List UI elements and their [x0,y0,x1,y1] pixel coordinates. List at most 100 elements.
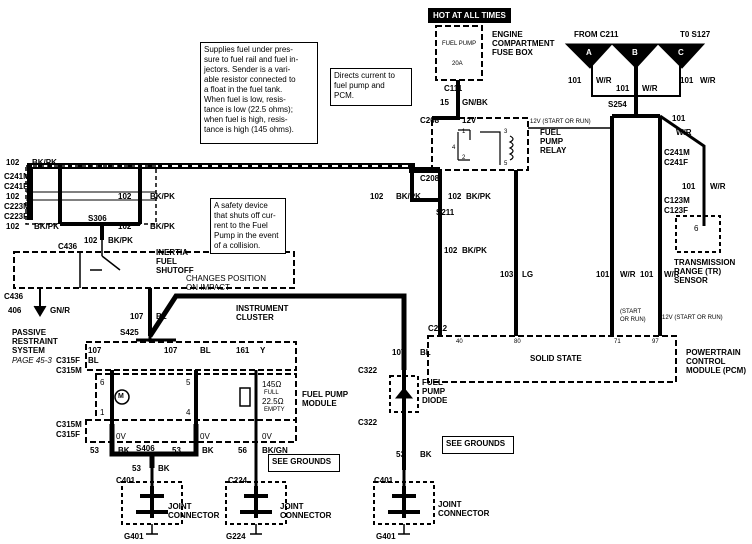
w102-right-bot: 102 [118,222,132,231]
wr-d: W/R [676,128,692,137]
start-run-label: 12V (START OR RUN) [530,119,591,125]
triangle-b: B [632,48,638,57]
bkpk-bot: BK/PK [34,222,59,231]
y-label: Y [260,346,266,355]
fpm-label-1: FUEL PUMP [302,390,349,399]
w56-label: 56 [238,446,247,455]
w107-a: 107 [130,312,144,321]
lg-label: LG [522,270,534,279]
ohm145-label: 145Ω [262,380,282,389]
jc3-label-2: CONNECTOR [438,509,490,518]
w103-label: 103 [500,270,514,279]
c241f-label: C241F [4,182,29,191]
w101-c: 101 [680,76,694,85]
w101-a: 101 [568,76,582,85]
relay-label-3: RELAY [540,146,567,155]
tr-label-3: SENSOR [674,276,708,285]
wr-pcm-b: W/R [664,270,680,279]
fpd-label-3: DIODE [422,396,448,405]
w107-b: 107 [88,346,102,355]
w53-a: 53 [90,446,99,455]
bkpk-relay: BK/PK [396,192,421,201]
w102-s211: 102 [448,192,462,201]
fpm-label-2: MODULE [302,399,337,408]
prs-label-1: PASSIVE [12,328,47,337]
c208b-label: C208 [420,174,440,183]
ohm22-label: 22.5Ω [262,397,284,406]
s425-label: S425 [120,328,139,337]
w161-label: 161 [236,346,250,355]
triangle-c: C [678,48,684,57]
c123f-label: C123F [664,206,689,215]
c315f2-label: C315F [56,430,81,439]
inertia-label-5: ON IMPACT [186,283,230,292]
pin71-label: 71 [614,339,621,345]
bkpk-left: BK/PK [32,158,57,167]
bkpk-right-bot: BK/PK [150,222,175,231]
w107-diode: 107 [392,348,406,357]
c241m-tr: C241M [664,148,690,157]
s306-label: S306 [88,214,107,223]
w102-bot: 102 [6,222,20,231]
w102-relay: 102 [370,192,384,201]
see-grounds-link-2[interactable]: SEE GROUNDS [442,436,514,454]
v0a-label: 0V [116,432,126,441]
fpd-label-2: PUMP [422,387,446,396]
gnr-label: GN/R [50,306,70,315]
w101-b: 101 [616,84,630,93]
c223f-label: C223F [4,212,29,221]
c223m-label: C223M [4,202,30,211]
triangle-a: A [586,48,592,57]
w15-color: GN/BK [462,98,488,107]
relay-pin-4: 4 [452,145,456,151]
w15-label: 15 [440,98,449,107]
s211-label: S211 [436,208,455,217]
relay-label-2: PUMP [540,137,564,146]
c315m2-label: C315M [56,420,82,429]
pcm-label-3: MODULE (PCM) [686,366,746,375]
see-grounds-link-1[interactable]: SEE GROUNDS [268,454,340,472]
w101-pcm-b: 101 [640,270,654,279]
c401-a-label: C401 [116,476,136,485]
g401-a-label: G401 [124,532,144,541]
w101-tr: 101 [682,182,696,191]
jc3-label-1: JOINT [438,500,462,509]
ic-label-1: INSTRUMENT [236,304,289,313]
wr-a: W/R [596,76,612,85]
bkpk-right: BK/PK [150,192,175,201]
pin5-label: 5 [186,378,191,387]
s254-label: S254 [608,100,627,109]
c123m-label: C123M [664,196,690,205]
pin40-label: 40 [456,339,463,345]
w53-c: 53 [132,464,141,473]
g224-label: G224 [226,532,246,541]
c241f-tr: C241F [664,158,689,167]
v0b-label: 0V [200,432,210,441]
w102-right: 102 [118,192,132,201]
wr-c: W/R [700,76,716,85]
c111-label: C111 [444,84,463,93]
tr-label-1: TRANSMISSION [674,258,736,267]
inertia-label-3: SHUTOFF [156,266,194,275]
to-s127-label: T0 S127 [680,30,711,39]
full-label: FULL [264,390,279,396]
bkpk-s211: BK/PK [466,192,491,201]
bkgn-label: BK/GN [262,446,288,455]
bk-a: BK [118,446,130,455]
wr-b: W/R [642,84,658,93]
sr-a-2: OR RUN) [620,317,646,323]
ic-label-2: CLUSTER [236,313,274,322]
w102-mid: 102 [6,192,20,201]
bl-a: BL [156,312,167,321]
w53-b: 53 [172,446,181,455]
bkpk-pcm: BK/PK [462,246,487,255]
motor-icon: M [118,393,124,400]
relay-pin-2: 2 [462,155,466,161]
relay-pin-5: 5 [504,161,508,167]
c208a-label: C208 [420,116,440,125]
c224-label: C224 [228,476,248,485]
